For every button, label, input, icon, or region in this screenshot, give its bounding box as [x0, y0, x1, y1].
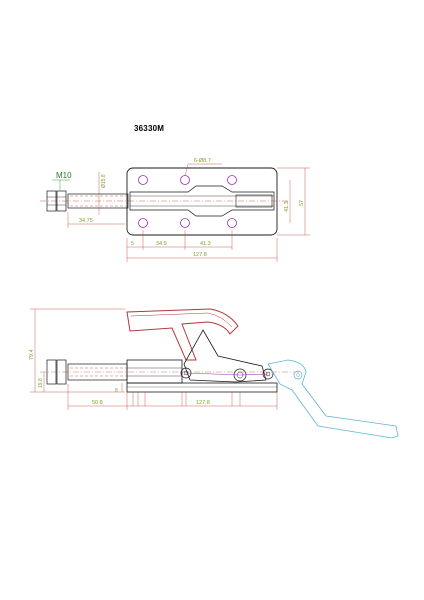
thread-label: M10: [56, 171, 72, 180]
dimension-vertical-small: Ø15.8: [101, 174, 107, 188]
dimension-overall-width: 127.8: [193, 252, 207, 258]
dimension-base-thickness: 8: [115, 388, 118, 394]
mounting-hole: [180, 175, 190, 185]
dimension-height-rod: 19.8: [38, 378, 44, 388]
dimension-right-inner: 41.3: [284, 201, 290, 212]
mounting-hole: [180, 218, 190, 228]
dimension-left-offset: 34.75: [79, 218, 93, 224]
dimension-bottom-a: 5: [131, 241, 134, 247]
mounting-holes: [138, 175, 237, 228]
plunger-rod: [67, 193, 129, 209]
mounting-hole: [138, 218, 148, 228]
top-view: M10 6-Ø8.7 Ø15.8 34.75 5 34.9 41.3 127.8…: [40, 158, 310, 262]
dimension-height-total: 79.4: [29, 349, 35, 360]
slide-channel: [129, 185, 275, 217]
hole-callout: 6-Ø8.7: [194, 158, 211, 164]
mounting-hole: [227, 218, 237, 228]
side-view: 79.4 19.8 8 50.8 127.8: [29, 308, 399, 439]
base-plate-outline: [126, 167, 278, 236]
hex-nut: [56, 190, 67, 212]
dimension-bottom-b: 34.9: [156, 241, 167, 247]
mounting-hole: [138, 175, 148, 185]
open-position-handle: [267, 359, 399, 439]
part-number-title: 36330M: [134, 124, 165, 133]
mounting-hole: [227, 175, 237, 185]
clamp-handle: [126, 308, 239, 361]
dimension-base-length: 127.8: [196, 400, 210, 406]
hex-nut: [46, 190, 57, 212]
side-base: [126, 382, 278, 393]
clamp-arm: [183, 329, 267, 383]
dimension-stroke: 50.8: [92, 400, 103, 406]
side-body: [126, 359, 183, 384]
dimension-right-outer: 57: [299, 200, 305, 206]
dimension-bottom-c: 41.3: [200, 241, 211, 247]
